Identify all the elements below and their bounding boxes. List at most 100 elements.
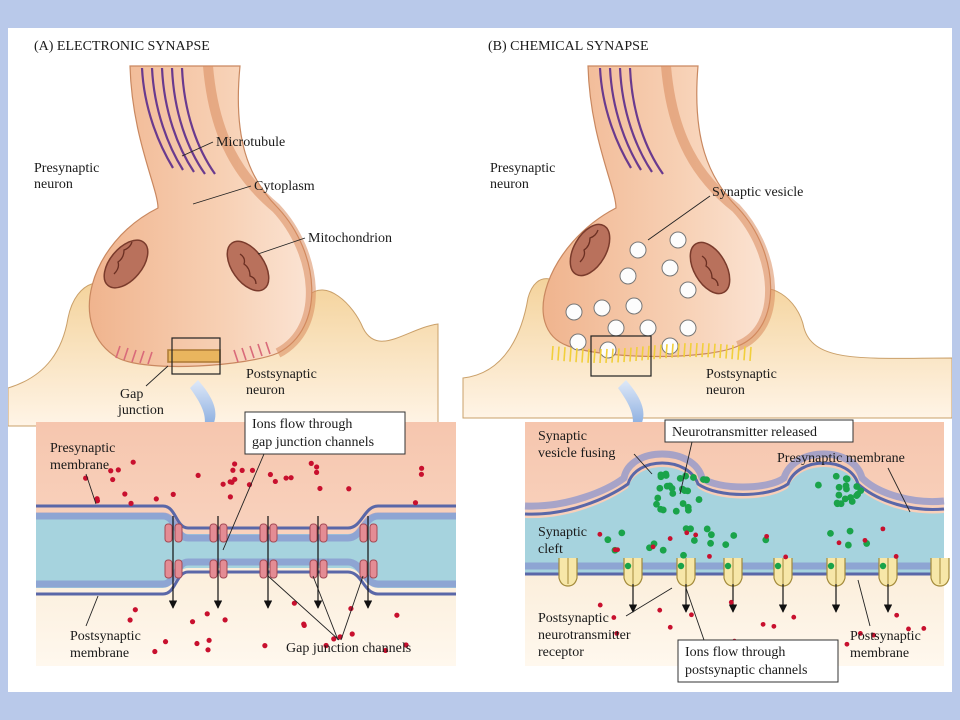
panel-b-zoom-box — [590, 335, 652, 377]
ion — [382, 647, 389, 654]
neurotransmitter — [834, 500, 841, 508]
label-synaptic-vesicle: Synaptic vesicle — [712, 185, 803, 200]
ion — [227, 494, 233, 500]
panel-b-callout-top: Neurotransmitter released — [664, 419, 854, 495]
panel-a-zoom-box — [171, 337, 221, 375]
density-tick — [737, 345, 740, 360]
ion — [308, 460, 314, 466]
ion — [314, 464, 320, 470]
neurotransmitter — [722, 541, 730, 549]
density-tick — [689, 342, 692, 358]
ion — [403, 642, 409, 648]
ion — [862, 537, 868, 543]
label-b-presynaptic-neuron-1: Presynaptic — [490, 161, 555, 176]
neurotransmitter — [618, 529, 626, 537]
label-a-presynaptic-neuron-2: neuron — [34, 177, 73, 192]
ion — [346, 486, 352, 492]
label-b-postsynaptic-membrane-2: membrane — [850, 646, 909, 661]
ion — [317, 485, 323, 492]
ion — [206, 637, 212, 643]
panel-b-synaptic-density — [551, 342, 752, 364]
label-mitochondrion: Mitochondrion — [308, 231, 392, 246]
ion — [323, 642, 329, 649]
neurotransmitter — [672, 507, 680, 515]
density-tick — [647, 345, 650, 360]
ion — [220, 481, 226, 487]
density-tick — [557, 346, 560, 361]
neurotransmitter — [700, 476, 707, 483]
neurotransmitter — [842, 482, 850, 490]
density-tick — [623, 347, 626, 363]
ion — [349, 631, 355, 637]
gap-junction-channels — [164, 516, 378, 609]
ion — [227, 479, 233, 485]
synapse-figure: (A) ELECTRONIC SYNAPSE Microtubule Cytop… — [8, 39, 952, 683]
postsynaptic-receptors — [558, 558, 950, 613]
label-b-postsynaptic-neuron-2: neuron — [706, 383, 745, 398]
vesicle — [619, 267, 637, 285]
ion — [597, 602, 603, 608]
ion — [597, 531, 603, 537]
vesicle — [669, 231, 687, 249]
label-receptor-2: neurotransmitter — [538, 628, 631, 643]
synaptic-vesicles — [565, 231, 697, 359]
connexon-upper — [359, 523, 368, 543]
ion — [267, 471, 274, 478]
ion — [693, 532, 699, 538]
ion — [394, 612, 400, 618]
label-a-presynaptic-membrane-2: membrane — [50, 458, 109, 473]
ion — [684, 530, 690, 536]
connexon-upper — [269, 523, 278, 543]
ion — [288, 475, 294, 481]
ion — [331, 636, 337, 642]
ion — [880, 526, 886, 532]
connexon-lower — [369, 559, 378, 579]
neurotransmitter — [679, 500, 687, 507]
ion — [205, 647, 211, 653]
density-tick — [725, 344, 728, 359]
neurotransmitter — [853, 492, 860, 500]
label-vesicle-fusing-2: vesicle fusing — [538, 446, 615, 461]
neurotransmitter — [680, 551, 687, 559]
panel-b-detail — [524, 422, 945, 666]
ion — [760, 621, 766, 627]
label-vesicle-fusing-1: Synaptic — [538, 429, 587, 444]
ion — [153, 496, 159, 502]
neurotransmitter — [654, 494, 662, 502]
density-tick — [569, 347, 572, 362]
neurotransmitter — [844, 541, 852, 549]
neurotransmitter-molecules — [604, 470, 871, 559]
connexon-lower — [309, 559, 318, 579]
density-tick — [659, 344, 662, 359]
density-tick — [575, 348, 578, 363]
panel-a-detail — [36, 422, 456, 666]
bound-neurotransmitter — [724, 562, 732, 570]
neurotransmitter — [707, 539, 714, 547]
neurotransmitter — [684, 487, 692, 495]
neurotransmitter — [835, 483, 843, 491]
connexon-upper — [259, 523, 268, 543]
ion — [232, 476, 238, 482]
density-tick — [719, 344, 722, 359]
ion — [170, 491, 176, 497]
figure-frame: (A) ELECTRONIC SYNAPSE Microtubule Cytop… — [8, 28, 952, 692]
neurotransmitter — [843, 475, 851, 483]
neurotransmitter — [690, 537, 698, 544]
panel-b-microtubules — [598, 67, 664, 175]
neurotransmitter — [657, 473, 665, 481]
bound-neurotransmitter — [624, 562, 632, 570]
label-b-presynaptic-neuron-2: neuron — [490, 177, 529, 192]
neurotransmitter — [690, 474, 697, 481]
label-a-postsynaptic-neuron-1: Postsynaptic — [246, 367, 317, 382]
neurotransmitter — [832, 472, 840, 480]
ion — [152, 648, 158, 655]
vesicle — [661, 259, 679, 277]
label-synaptic-cleft-1: Synaptic — [538, 525, 587, 540]
density-tick — [743, 346, 746, 361]
ion — [857, 630, 863, 636]
neurotransmitter — [656, 484, 664, 492]
ion — [204, 611, 210, 617]
density-tick — [695, 342, 698, 358]
ion — [764, 533, 770, 539]
label-a-postsynaptic-membrane-2: membrane — [70, 646, 129, 661]
